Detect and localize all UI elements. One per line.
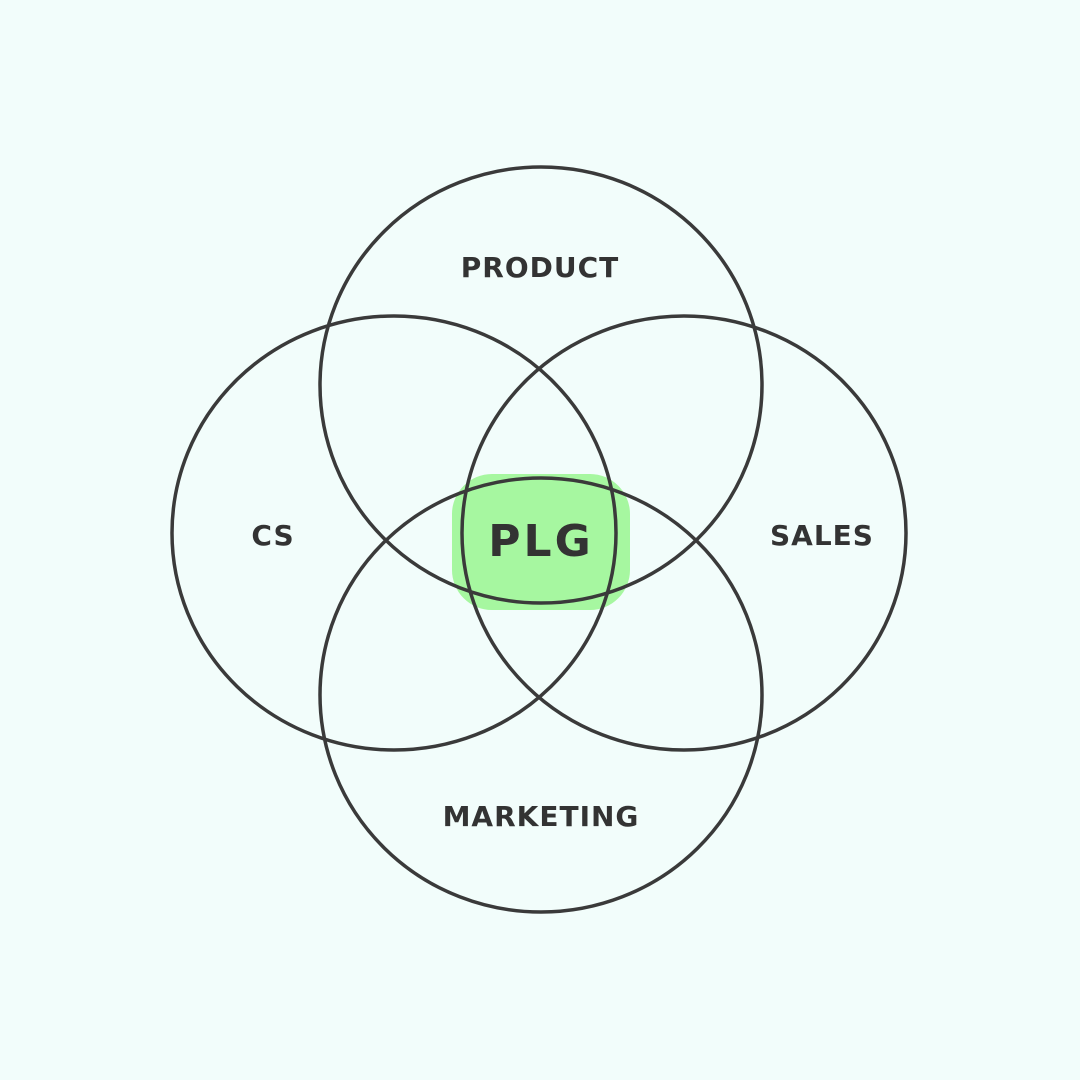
label-center-plg: PLG (488, 516, 593, 567)
circle-marketing (318, 476, 764, 914)
label-product: PRODUCT (461, 251, 620, 284)
circle-product (318, 165, 764, 605)
circle-sales (460, 314, 908, 752)
circle-cs (170, 314, 618, 752)
label-cs: CS (251, 519, 294, 552)
center-highlight (452, 474, 630, 610)
label-marketing: MARKETING (443, 800, 640, 833)
label-sales: SALES (770, 519, 874, 552)
